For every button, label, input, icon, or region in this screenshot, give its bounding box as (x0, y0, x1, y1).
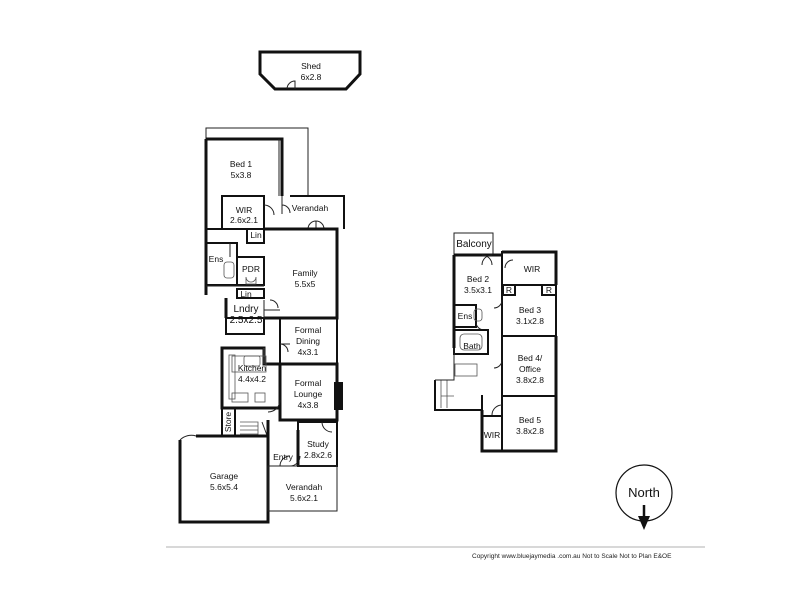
wir-top-label: WIR (524, 264, 541, 274)
lndry-dim: 2.5x2.5 (230, 315, 263, 326)
balcony-label: Balcony (456, 239, 492, 250)
ens-label: Ens (209, 254, 224, 264)
verandah-rear-label: Verandah (292, 203, 329, 213)
garage-dim: 5.6x5.4 (210, 482, 238, 492)
north-arrow: North (615, 464, 673, 530)
r2-label: R (546, 285, 552, 295)
verandah-front-label: Verandah (286, 482, 323, 492)
bed5-dim: 3.8x2.8 (516, 426, 544, 436)
shed-dim: 6x2.8 (301, 72, 322, 82)
study-label: Study (307, 439, 329, 449)
formal-lounge-dim: 4x3.8 (298, 400, 319, 410)
study-dim: 2.8x2.6 (304, 450, 332, 460)
ground-floor: Bed 1 5x3.8 WIR 2.6x2.1 Verandah Lin Ens… (178, 127, 345, 524)
copyright-text: Copyright www.bluejaymedia .com.au Not t… (472, 553, 672, 560)
family-dim: 5.5x5 (295, 279, 316, 289)
formal-dining-dim: 4x3.1 (298, 347, 319, 357)
bed4-label-2: Office (519, 364, 541, 374)
formal-lounge-label-1: Formal (295, 378, 322, 388)
family-label: Family (292, 268, 318, 278)
formal-dining-label-2: Dining (296, 336, 320, 346)
pdr-label: PDR (242, 264, 260, 274)
lndry-label: Lndry (233, 304, 258, 315)
bed3-label: Bed 3 (519, 305, 541, 315)
kitchen-label: Kitchen (238, 363, 267, 373)
bed4-dim: 3.8x2.8 (516, 375, 544, 385)
lin2-label: Lin (240, 289, 252, 299)
north-label: North (628, 485, 660, 500)
bath-label: Bath (463, 341, 481, 351)
bed1-label: Bed 1 (230, 159, 252, 169)
north-arrow-head (638, 516, 650, 530)
verandah-front-dim: 5.6x2.1 (290, 493, 318, 503)
wir-bottom-label: WIR (484, 430, 501, 440)
formal-lounge-label-2: Lounge (294, 389, 323, 399)
r1-label: R (506, 285, 512, 295)
bed2-label: Bed 2 (467, 274, 489, 284)
upper-floor: Balcony WIR Bed 2 3.5x3.1 R R Ens Bed 3 … (434, 232, 558, 453)
bed1-dim: 5x3.8 (231, 170, 252, 180)
shed-label: Shed (301, 61, 321, 71)
wir-dim: 2.6x2.1 (230, 215, 258, 225)
bed2-dim: 3.5x3.1 (464, 285, 492, 295)
bed3-dim: 3.1x2.8 (516, 316, 544, 326)
footer: Copyright www.bluejaymedia .com.au Not t… (166, 546, 705, 560)
store-label: Store (223, 412, 233, 433)
garage-label: Garage (210, 471, 239, 481)
ens-upper-label: Ens (458, 311, 473, 321)
lin1-label: Lin (250, 230, 262, 240)
shed: Shed 6x2.8 (258, 50, 362, 91)
bed4-label-1: Bed 4/ (518, 353, 543, 363)
wir-label: WIR (236, 205, 253, 215)
kitchen-dim: 4.4x4.2 (238, 374, 266, 384)
entry-label: Entry (273, 452, 294, 462)
formal-dining-label-1: Formal (295, 325, 322, 335)
bed5-label: Bed 5 (519, 415, 541, 425)
